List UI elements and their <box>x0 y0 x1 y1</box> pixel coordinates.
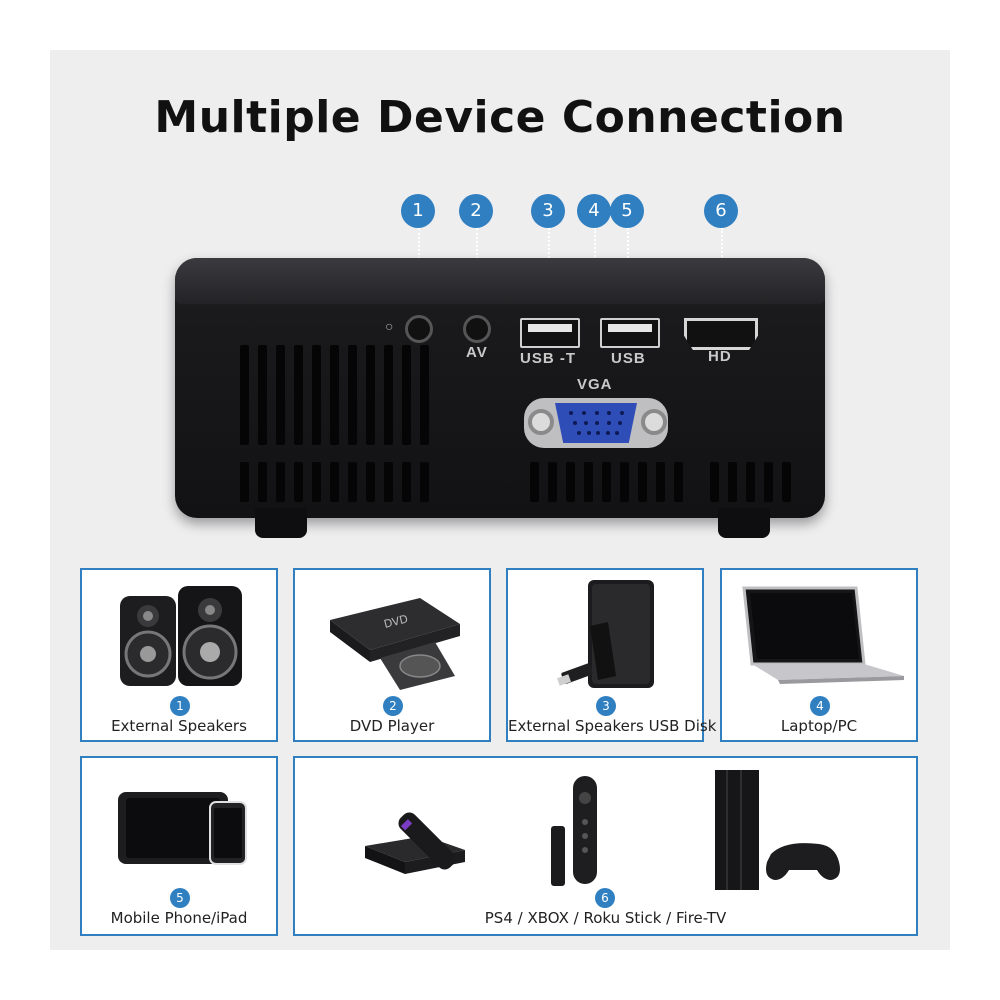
usb-port <box>600 318 660 348</box>
callout-2: 2 <box>459 194 493 228</box>
laptop-icon <box>742 586 904 684</box>
callout-4: 4 <box>577 194 611 228</box>
vga-pin <box>620 411 625 415</box>
projector-top-edge <box>175 258 825 304</box>
callout-3: 3 <box>531 194 565 228</box>
vga-screw-left <box>528 409 554 435</box>
av-jack <box>463 315 491 343</box>
device-label-2: DVD Player <box>349 717 435 735</box>
usb-disk-icon <box>556 580 654 688</box>
device-card-1: 1 External Speakers <box>80 568 278 742</box>
device-card-4: 4 Laptop/PC <box>720 568 918 742</box>
headphone-icon: ○ <box>385 318 394 334</box>
vent-grille-right <box>710 462 791 502</box>
device-number-5: 5 <box>170 888 190 908</box>
port-label-usb: USB <box>611 350 646 367</box>
vga-pin <box>606 421 611 425</box>
device-label-3: External Speakers USB Disk <box>508 717 717 735</box>
vga-pin <box>607 411 612 415</box>
device-card-6: 6 PS4 / XBOX / Roku Stick / Fire-TV <box>293 756 918 936</box>
svg-text:DVD: DVD <box>383 612 410 630</box>
tablet-phone-icon <box>118 792 247 865</box>
page-title: Multiple Device Connection <box>154 92 846 143</box>
device-card-5: 5 Mobile Phone/iPad <box>80 756 278 936</box>
device-card-3: 3 External Speakers USB Disk <box>506 568 717 742</box>
device-number-4: 4 <box>810 696 830 716</box>
vga-pin <box>617 421 622 425</box>
vga-pin <box>605 431 610 435</box>
device-number-6: 6 <box>595 888 615 908</box>
port-label-av: AV <box>466 344 488 361</box>
streaming-console-icon <box>365 770 840 890</box>
device-card-2: DVD 2 DVD Player <box>293 568 491 742</box>
vent-grille-left-upper <box>240 345 429 445</box>
device-label-5: Mobile Phone/iPad <box>110 909 248 927</box>
vga-screw-right <box>641 409 667 435</box>
vga-pin <box>586 431 591 435</box>
usb-t-port <box>520 318 580 348</box>
headphone-jack <box>405 315 433 343</box>
vga-pin <box>615 431 620 435</box>
vga-pin <box>569 411 573 415</box>
projector-foot-right <box>718 508 770 538</box>
device-label-6: PS4 / XBOX / Roku Stick / Fire-TV <box>484 909 727 927</box>
device-number-2: 2 <box>383 696 403 716</box>
vga-pin <box>573 421 577 425</box>
callout-1: 1 <box>401 194 435 228</box>
callout-6: 6 <box>704 194 738 228</box>
vga-pin <box>594 411 599 415</box>
vga-pin <box>595 421 600 425</box>
vga-pin <box>584 421 589 425</box>
vent-grille-left-lower <box>240 462 429 502</box>
device-number-3: 3 <box>596 696 616 716</box>
device-label-1: External Speakers <box>111 717 247 735</box>
hdmi-port <box>684 318 758 350</box>
port-label-usb-t: USB -T <box>520 350 576 367</box>
vga-pin <box>581 411 586 415</box>
dvd-player-icon: DVD <box>330 598 460 690</box>
vga-pin <box>577 431 581 435</box>
projector-foot-left <box>255 508 307 538</box>
vent-grille-center <box>530 462 683 502</box>
callout-5: 5 <box>610 194 644 228</box>
speakers-icon <box>120 586 242 686</box>
port-label-vga: VGA <box>577 376 613 393</box>
port-label-hd: HD <box>708 348 732 365</box>
device-label-4: Laptop/PC <box>780 717 858 735</box>
vga-pin <box>596 431 601 435</box>
device-number-1: 1 <box>170 696 190 716</box>
